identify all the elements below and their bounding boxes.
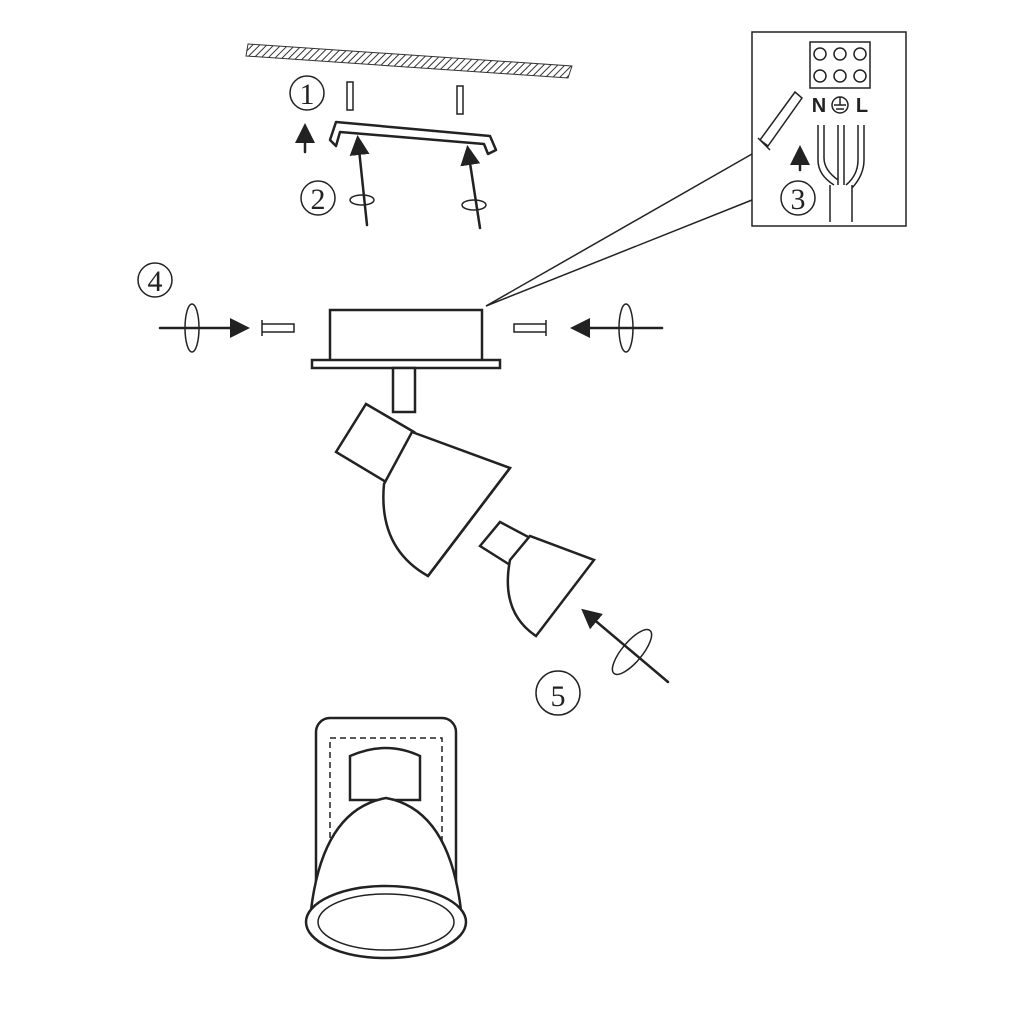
screw-icon xyxy=(261,320,295,336)
gu10-bulb xyxy=(478,520,597,638)
screw-arrow-icon xyxy=(460,145,482,230)
rotate-icon xyxy=(349,194,375,206)
ceiling xyxy=(245,43,573,79)
screwdriver-icon xyxy=(757,90,804,151)
step-1: 1 xyxy=(289,75,464,154)
ground-symbol-icon xyxy=(831,96,849,114)
step-number-1: 1 xyxy=(300,78,315,111)
terminal-n-label: N xyxy=(812,95,826,117)
step-2: 2 xyxy=(300,135,487,230)
lamp-front-view xyxy=(304,716,468,960)
step-number-3: 3 xyxy=(791,183,806,216)
wiring-detail: N L 3 xyxy=(485,31,907,307)
screw-icon xyxy=(513,320,547,336)
lamp-head xyxy=(334,402,513,578)
terminal-block xyxy=(809,41,871,89)
step-number-5: 5 xyxy=(551,680,566,713)
rotate-icon xyxy=(461,199,487,211)
step-5: 5 xyxy=(535,608,670,716)
rotate-icon xyxy=(618,303,634,353)
step-number-4: 4 xyxy=(148,265,163,298)
rotate-icon xyxy=(611,628,653,676)
step-4: 4 xyxy=(137,262,664,353)
rotate-icon xyxy=(184,303,200,353)
mounting-bracket xyxy=(328,120,498,156)
terminal-l-label: L xyxy=(856,95,868,117)
step-number-2: 2 xyxy=(311,183,326,216)
lamp-canopy xyxy=(310,308,502,414)
screw-arrow-icon xyxy=(349,135,370,227)
wall-plug-icon xyxy=(346,81,354,111)
wall-plug-icon xyxy=(456,85,464,115)
